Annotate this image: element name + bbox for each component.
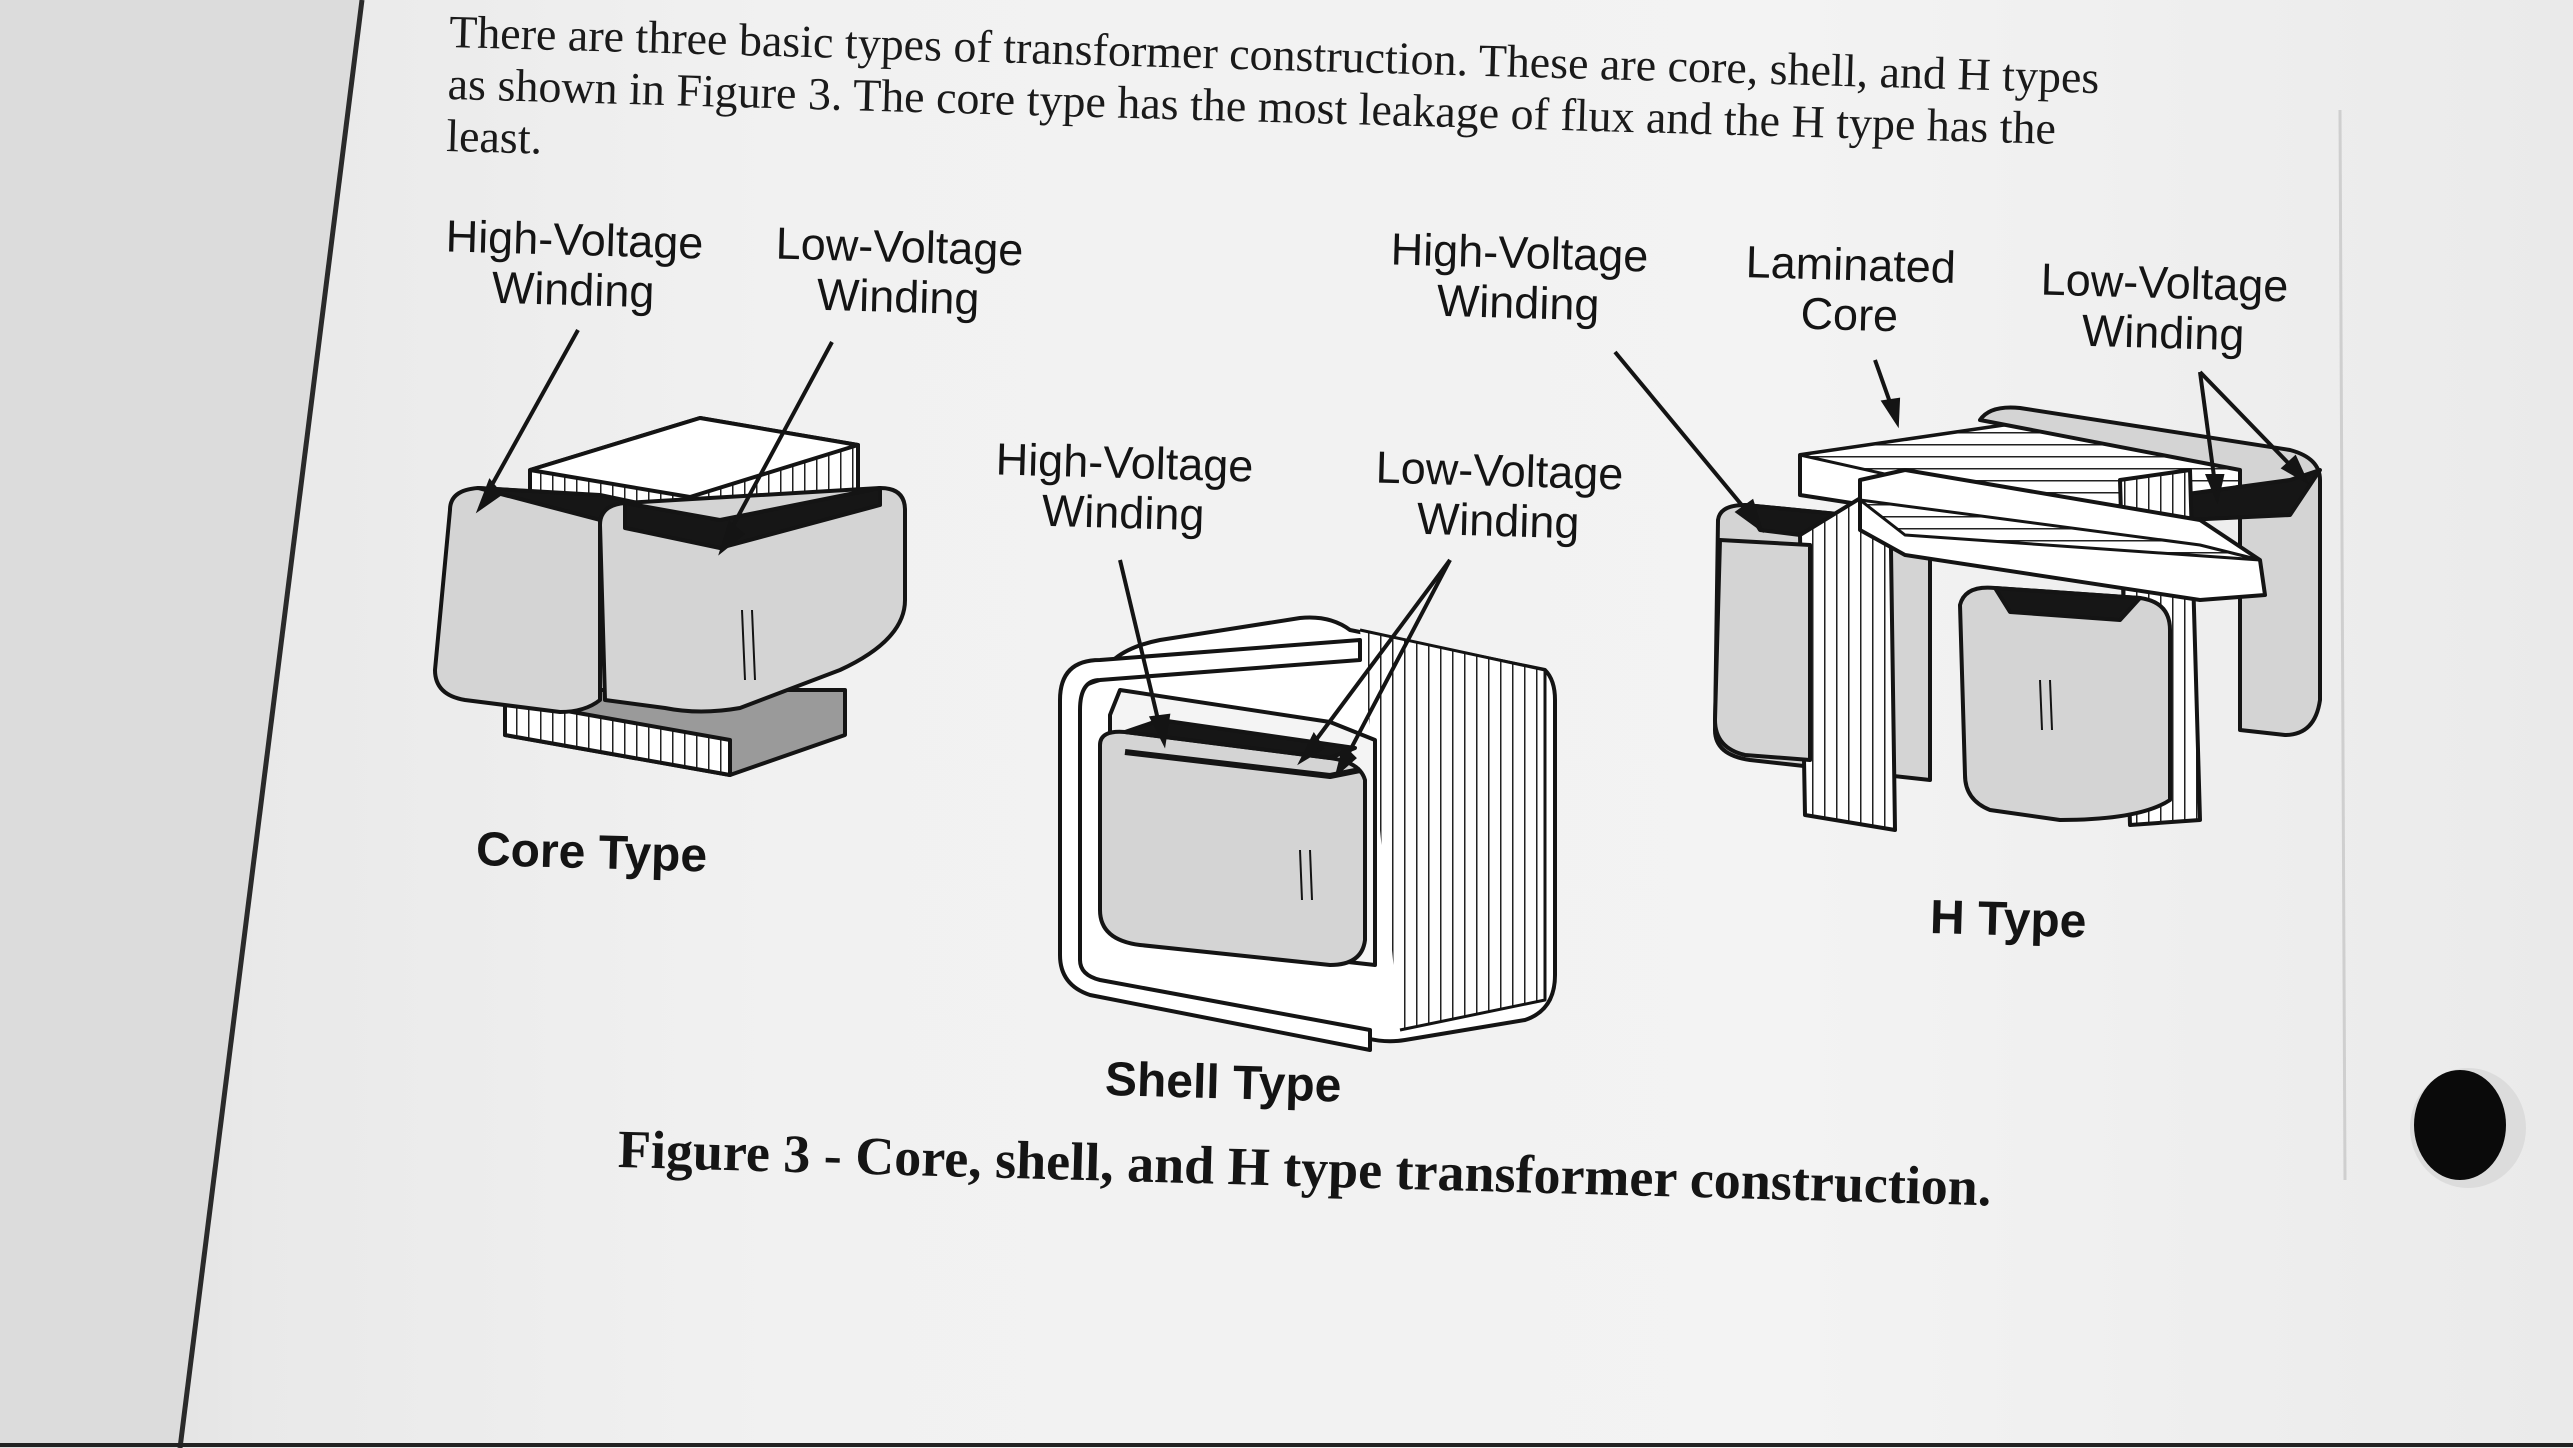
h-core-label: Laminated Core xyxy=(1744,236,1957,343)
shell-type-transformer xyxy=(1058,615,1557,1052)
h-type-leader-lines xyxy=(1613,350,2310,534)
core-type-leader-lines xyxy=(475,329,834,556)
h-lv-label: Low-Voltage Winding xyxy=(2039,253,2290,362)
shell-hv-label: High-Voltage Winding xyxy=(994,433,1255,541)
core-lv-label-line2: Winding xyxy=(816,268,981,325)
core-hv-label-line1: High-Voltage xyxy=(445,210,705,269)
h-lv-label-line2: Winding xyxy=(2081,304,2246,361)
core-lv-label-line1: Low-Voltage xyxy=(775,217,1025,276)
shell-type-leader-lines xyxy=(1118,558,1452,778)
shell-lv-label: Low-Voltage Winding xyxy=(1374,441,1625,550)
shell-hv-label-line2: Winding xyxy=(1041,484,1206,541)
shell-lv-label-line1: Low-Voltage xyxy=(1375,441,1625,500)
h-hv-label: High-Voltage Winding xyxy=(1389,223,1650,331)
h-type-title: H Type xyxy=(1929,891,2088,949)
shell-type-title: Shell Type xyxy=(1104,1053,1343,1113)
core-lv-label: Low-Voltage Winding xyxy=(774,217,1025,326)
core-hv-label: High-Voltage Winding xyxy=(444,210,705,318)
h-hv-label-line1: High-Voltage xyxy=(1390,223,1650,282)
h-hv-label-line2: Winding xyxy=(1436,274,1601,331)
h-core-label-line1: Laminated xyxy=(1745,236,1957,293)
binder-hole xyxy=(2410,1068,2526,1188)
h-type-transformer xyxy=(1713,405,2322,832)
h-core-label-line2: Core xyxy=(1799,287,1899,342)
shell-hv-label-line1: High-Voltage xyxy=(995,433,1255,492)
core-hv-label-line2: Winding xyxy=(491,261,656,318)
shell-lv-label-line2: Winding xyxy=(1416,492,1581,549)
core-type-title: Core Type xyxy=(475,823,708,883)
core-type-transformer xyxy=(433,416,907,777)
h-lv-label-line1: Low-Voltage xyxy=(2040,253,2290,312)
